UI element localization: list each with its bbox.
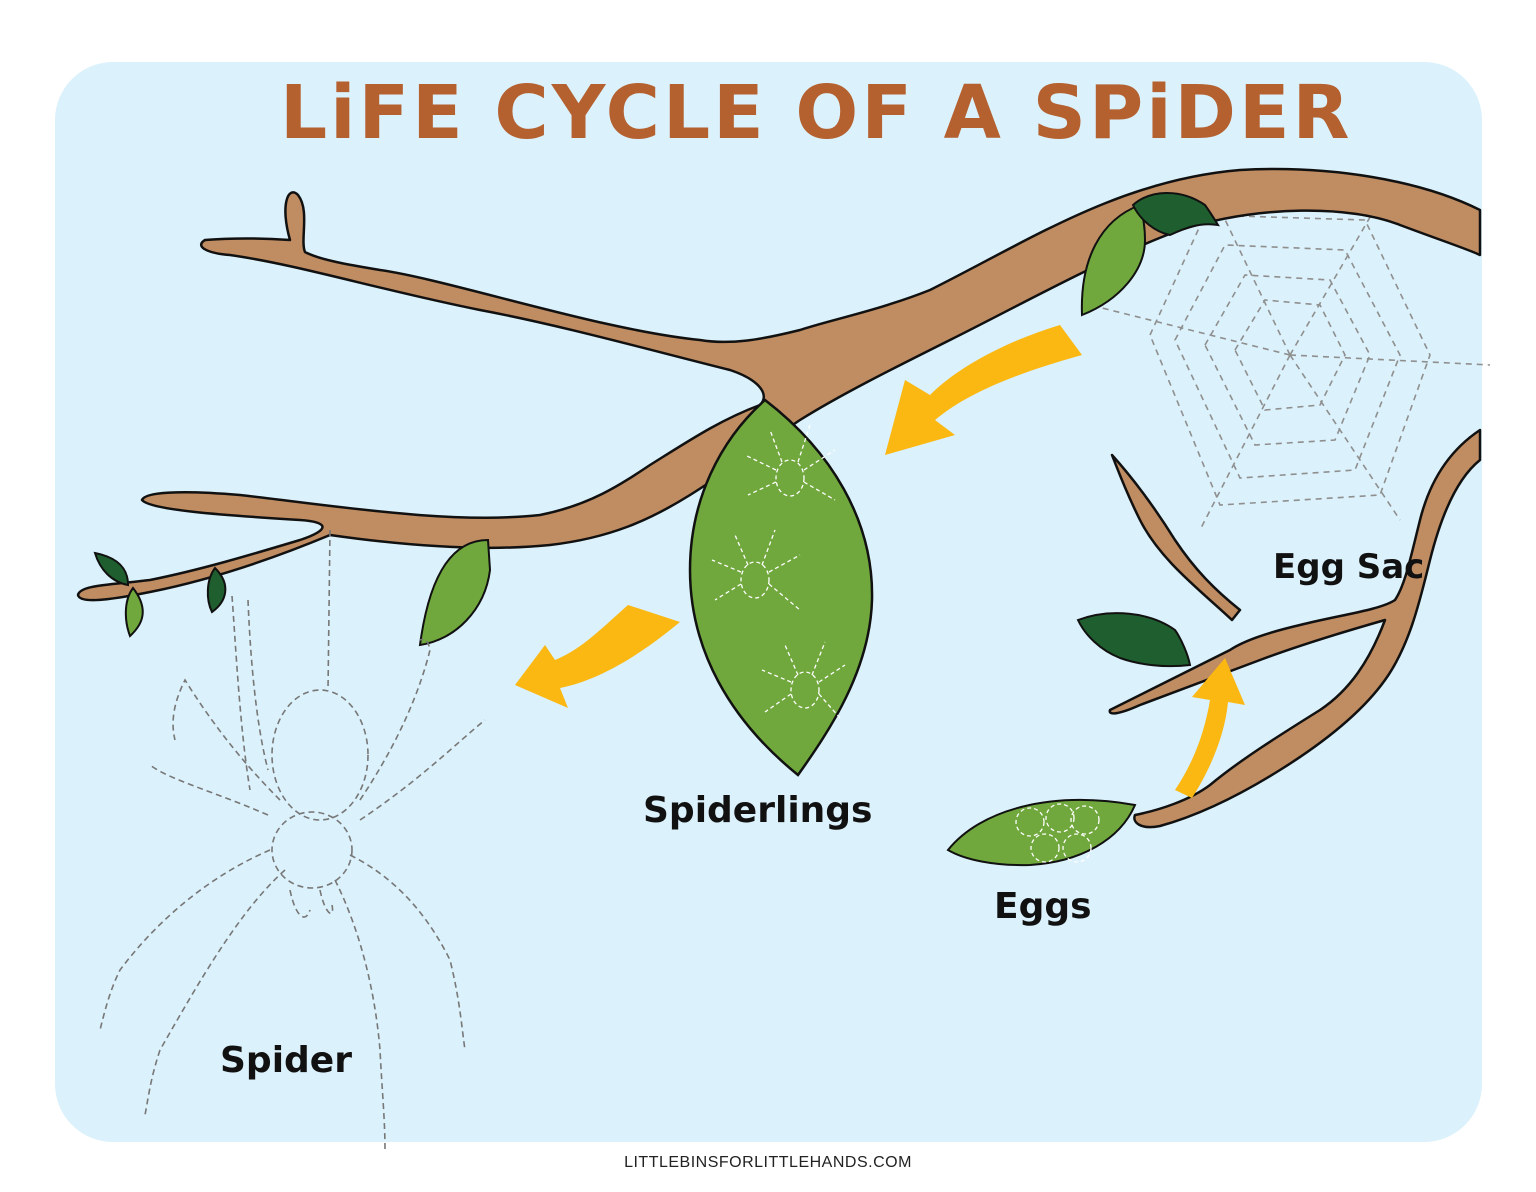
stage-label-spiderlings: Spiderlings	[643, 790, 873, 831]
egg-traces	[1015, 803, 1100, 863]
spiderling-traces	[711, 424, 846, 719]
eggs-leaf	[946, 799, 1137, 867]
arrow-web-to-spiderlings	[885, 325, 1082, 455]
leaf-dark-small-1	[93, 551, 130, 587]
arrow-spiderlings-to-spider	[515, 605, 680, 708]
spiderlings-leaf	[688, 398, 874, 777]
leaf-dark-egg-sac	[1076, 612, 1192, 668]
leaf-dark-small-2	[206, 566, 227, 614]
right-branch-twig	[1110, 453, 1242, 622]
leaf-light-top	[1080, 203, 1147, 317]
right-branch	[1108, 428, 1482, 829]
footer-website: LITTLEBINSFORLITTLEHANDS.COM	[624, 1154, 912, 1171]
stage-label-egg-sac: Egg Sac	[1273, 547, 1425, 587]
leaf-light-small-1	[124, 586, 144, 638]
spider-trace	[99, 529, 486, 1151]
stage-label-spider: Spider	[220, 1040, 352, 1081]
leaf-dark-top	[1131, 192, 1220, 237]
stage-label-eggs: Eggs	[994, 886, 1092, 927]
leaf-light-medium	[418, 538, 492, 647]
page-title: LiFE CYCLE OF A SPiDER	[280, 70, 1353, 156]
arrow-eggs-to-egg-sac	[1175, 658, 1245, 798]
